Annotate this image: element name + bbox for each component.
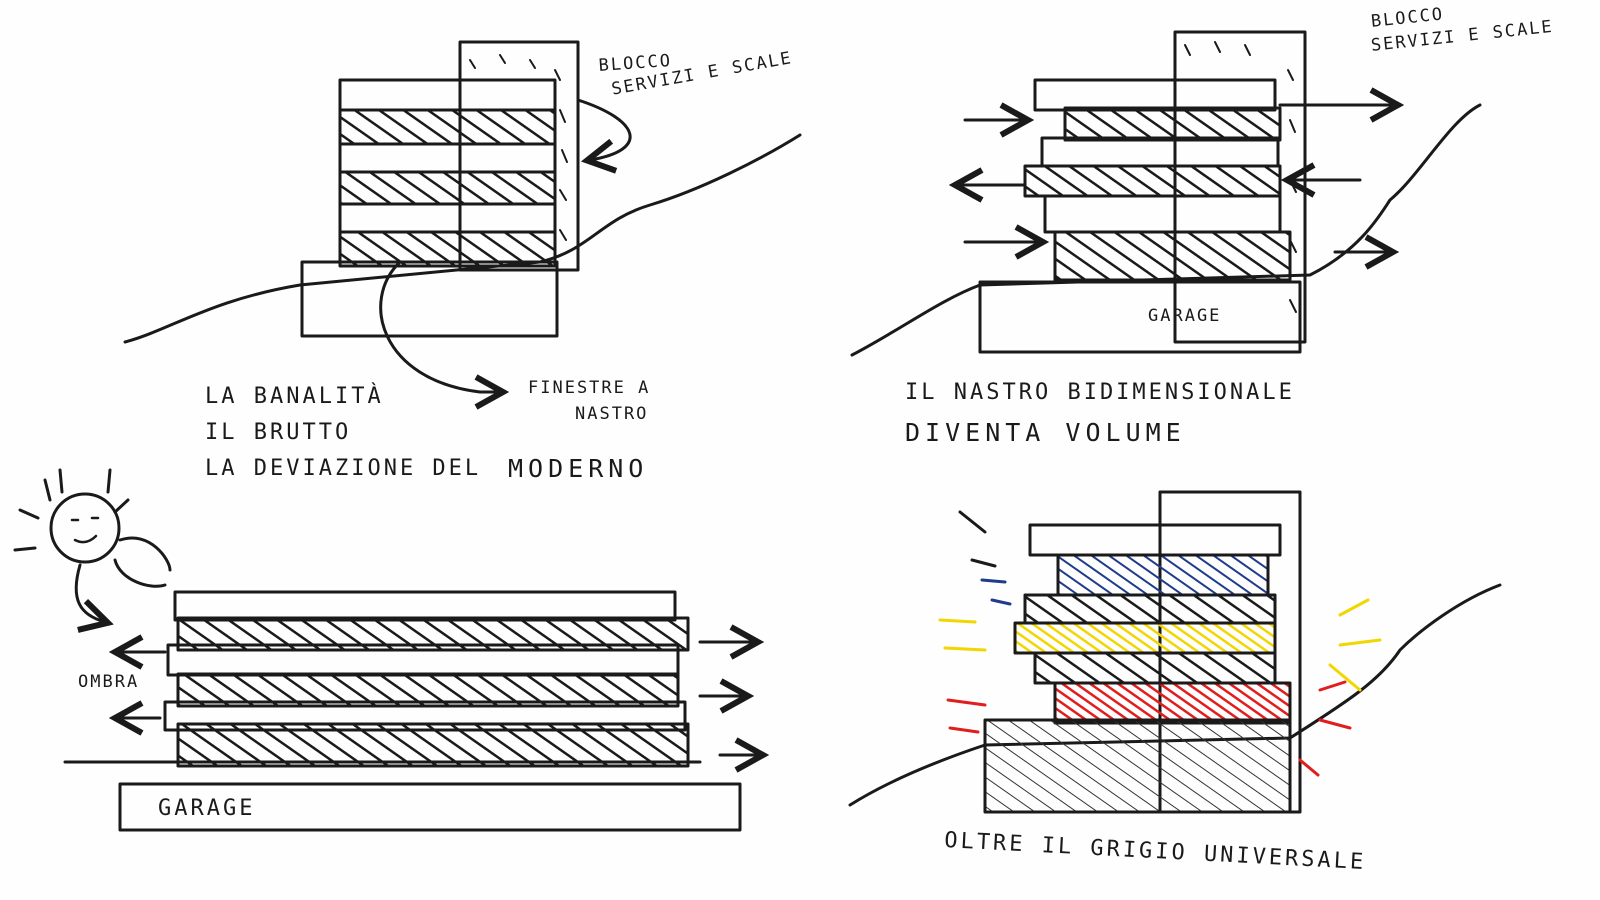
floor-slab xyxy=(1040,136,1280,168)
sketch-top-left xyxy=(123,40,802,392)
floor-slab xyxy=(338,142,557,174)
floor-band-hatched xyxy=(1023,164,1282,198)
label-garage-tr: GARAGE xyxy=(1148,306,1222,326)
floor-band-hatched xyxy=(1063,106,1282,142)
caption-tl-line3b: MODERNO xyxy=(508,454,649,483)
floor-slab xyxy=(1028,523,1282,557)
garage-base xyxy=(300,260,559,338)
base-block-hatched xyxy=(983,718,1292,814)
label-ribbon-windows-line1: FINESTRE A xyxy=(528,378,651,398)
terrain-line xyxy=(850,103,1482,357)
floor-band-dark xyxy=(1033,651,1277,685)
caption-tr-line2: DIVENTA VOLUME xyxy=(905,418,1186,447)
pointer-arrow xyxy=(379,260,500,392)
terrain-line xyxy=(123,133,802,344)
label-garage-bl: GARAGE xyxy=(158,796,256,821)
floor-slab xyxy=(338,78,557,112)
terrain-line xyxy=(848,583,1502,807)
caption-tl-line3: LA DEVIAZIONE DEL xyxy=(205,456,482,481)
pointer-arrow xyxy=(576,98,632,160)
sun-icon xyxy=(13,468,172,622)
sketch-bottom-left xyxy=(13,468,760,832)
caption-tr-line1: IL NASTRO BIDIMENSIONALE xyxy=(905,380,1295,405)
floor-slab xyxy=(173,590,677,622)
floor-band-hatched xyxy=(1053,230,1292,282)
floor-band-hatched xyxy=(176,722,690,768)
floor-band-hatched xyxy=(338,170,557,206)
floor-band-dark xyxy=(1023,593,1277,625)
garage-base xyxy=(118,782,742,832)
floor-slab xyxy=(338,202,557,234)
sketch-bottom-right xyxy=(848,490,1502,814)
garage-base xyxy=(978,280,1302,354)
color-rays xyxy=(938,510,1382,777)
caption-tl-line2: IL BRUTTO xyxy=(205,420,352,445)
floor-band-hatched xyxy=(338,108,557,146)
service-block xyxy=(458,40,580,272)
service-block-hatch xyxy=(469,54,568,241)
sketch-top-right xyxy=(850,30,1482,357)
floor-band-hatched xyxy=(338,230,557,268)
floor-band-blue xyxy=(1056,553,1270,597)
label-ribbon-windows-line2: NASTRO xyxy=(575,404,649,424)
floor-slab xyxy=(1033,78,1277,112)
floor-band-red xyxy=(1053,681,1292,725)
floor-band-yellow xyxy=(1013,621,1277,655)
label-shadow: OMBRA xyxy=(78,672,140,692)
floor-slab xyxy=(1043,194,1282,234)
caption-tl-line1: LA BANALITÀ xyxy=(205,384,384,409)
